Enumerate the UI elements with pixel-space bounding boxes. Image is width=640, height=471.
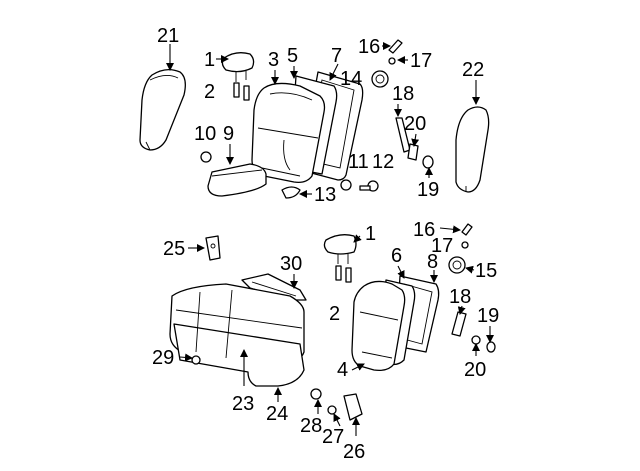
armrest: [200, 151, 267, 197]
callout-5: 5: [287, 45, 298, 67]
callout-24: 24: [266, 403, 288, 425]
callout-11: 11: [348, 151, 369, 173]
callout-7: 7: [331, 45, 342, 67]
callout-16: 16: [413, 219, 435, 241]
callout-23: 23: [232, 393, 254, 415]
callout-27: 27: [322, 426, 344, 448]
callout-19: 19: [417, 179, 439, 201]
callout-6: 6: [391, 245, 402, 267]
callout-21: 21: [157, 25, 179, 47]
callout-15: 15: [475, 260, 497, 282]
callout-2: 2: [329, 303, 340, 325]
headrest-bottom: [323, 234, 357, 283]
callout-3: 3: [268, 49, 279, 71]
callout-17: 17: [431, 235, 453, 257]
callout-18: 18: [392, 83, 414, 105]
callout-2: 2: [204, 81, 215, 103]
callout-26: 26: [343, 441, 365, 463]
callout-30: 30: [280, 253, 302, 275]
callout-10: 10: [194, 123, 216, 145]
callout-22: 22: [462, 59, 484, 81]
callout-28: 28: [300, 415, 322, 437]
hinge-bracket: [205, 235, 221, 261]
seatback-top: [251, 71, 364, 184]
callout-4: 4: [337, 359, 348, 381]
callout-1: 1: [204, 49, 215, 71]
callout-19: 19: [477, 305, 499, 327]
bolt-29: [191, 355, 201, 365]
leader-lines: [166, 42, 494, 436]
recliner-hardware-top: [371, 39, 403, 88]
callout-25: 25: [163, 238, 185, 260]
callout-18: 18: [449, 286, 471, 308]
callout-17: 17: [410, 50, 432, 72]
callout-1: 1: [365, 223, 376, 245]
headrest-guides-top: [233, 82, 250, 101]
callout-20: 20: [464, 359, 486, 381]
callout-12: 12: [372, 151, 394, 173]
headrest-top: [221, 52, 255, 82]
side-bolster-right: [455, 106, 490, 193]
callout-labels: 21 1 2 3 5 7 16 17 14 22 18 10 9 20 11 1…: [152, 25, 499, 463]
recliner-hardware-bottom: [448, 223, 473, 274]
brackets-bottom: [451, 311, 496, 353]
callout-29: 29: [152, 347, 174, 369]
knobs-top: [281, 179, 379, 199]
side-bolster-left: [139, 68, 186, 151]
callout-13: 13: [314, 184, 336, 206]
callout-16: 16: [358, 36, 380, 58]
seatback-bottom: [351, 275, 440, 372]
callout-14: 14: [340, 68, 362, 90]
callout-20: 20: [404, 113, 426, 135]
seat-cushion-rear: [169, 283, 305, 387]
callout-8: 8: [427, 251, 438, 273]
callout-9: 9: [223, 123, 234, 145]
